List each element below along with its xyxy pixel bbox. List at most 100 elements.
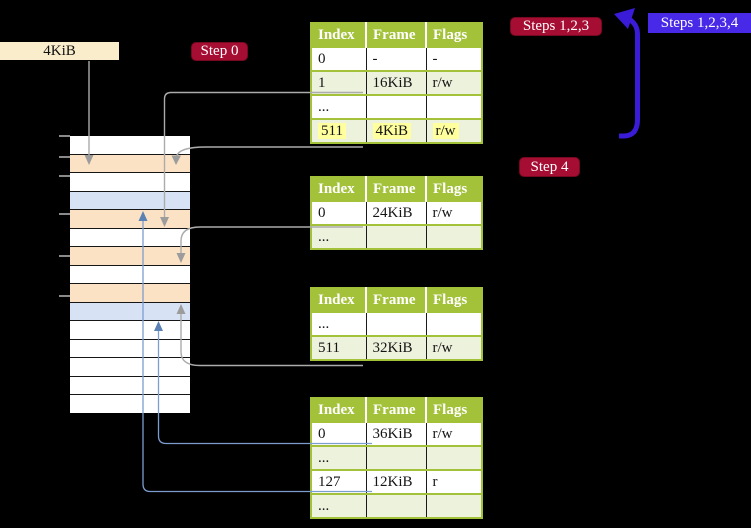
memory-row-peach bbox=[70, 210, 190, 229]
cell-index: ... bbox=[311, 445, 367, 470]
steps-1234-badge: Steps 1,2,3,4 bbox=[648, 13, 751, 33]
step-4-badge: Step 4 bbox=[519, 157, 580, 177]
col-header-index: Index bbox=[311, 288, 367, 312]
cell-frame: - bbox=[366, 46, 427, 71]
cell-flags: r/w bbox=[426, 200, 482, 225]
col-header-frame: Frame bbox=[366, 177, 427, 201]
memory-row-white bbox=[70, 358, 190, 377]
cell-frame: 16KiB bbox=[366, 70, 427, 95]
cell-flags: r/w bbox=[426, 118, 482, 143]
cell-frame: 12KiB bbox=[366, 469, 427, 494]
memory-row-blue bbox=[70, 191, 190, 211]
col-header-frame: Frame bbox=[366, 288, 427, 312]
tick-mark bbox=[59, 156, 70, 158]
cell-index: ... bbox=[311, 94, 367, 119]
table-header-row: Index Frame Flags bbox=[311, 288, 482, 312]
table-row: 0 24KiB r/w bbox=[311, 200, 482, 225]
cell-flags bbox=[426, 94, 482, 119]
memory-row-white bbox=[70, 339, 190, 359]
loop-arrow bbox=[614, 8, 640, 139]
cell-flags bbox=[426, 311, 482, 336]
cell-flags bbox=[426, 493, 482, 518]
cell-frame bbox=[366, 224, 427, 249]
page-table-1: Index Frame Flags 0 - - 1 16KiB r/w ... … bbox=[310, 22, 483, 144]
memory-row-white bbox=[70, 136, 190, 155]
cell-flags: r/w bbox=[426, 335, 482, 360]
memory-row-peach bbox=[70, 284, 190, 303]
step-0-badge: Step 0 bbox=[191, 42, 248, 61]
page-size-label: 4KiB bbox=[0, 42, 119, 60]
col-header-flags: Flags bbox=[426, 23, 482, 47]
col-header-flags: Flags bbox=[426, 177, 482, 201]
cell-frame: 4KiB bbox=[366, 118, 427, 143]
table-header-row: Index Frame Flags bbox=[311, 23, 482, 47]
memory-stack bbox=[70, 136, 190, 413]
cell-frame bbox=[366, 493, 427, 518]
cell-index: ... bbox=[311, 224, 367, 249]
cell-frame bbox=[366, 94, 427, 119]
table-header-row: Index Frame Flags bbox=[311, 177, 482, 201]
col-header-frame: Frame bbox=[366, 23, 427, 47]
highlight: 511 bbox=[318, 122, 346, 139]
col-header-flags: Flags bbox=[426, 398, 482, 422]
steps-123-badge: Steps 1,2,3 bbox=[510, 17, 602, 36]
col-header-index: Index bbox=[311, 398, 367, 422]
table-row: 127 12KiB r bbox=[311, 469, 482, 494]
page-table-2: Index Frame Flags 0 24KiB r/w ... bbox=[310, 176, 483, 250]
cell-frame: 24KiB bbox=[366, 200, 427, 225]
col-header-index: Index bbox=[311, 177, 367, 201]
cell-flags bbox=[426, 224, 482, 249]
table-row-highlighted: 511 4KiB r/w bbox=[311, 118, 482, 143]
col-header-flags: Flags bbox=[426, 288, 482, 312]
tick-mark bbox=[59, 295, 70, 297]
tick-mark bbox=[59, 135, 70, 137]
table-header-row: Index Frame Flags bbox=[311, 398, 482, 422]
memory-row-white bbox=[70, 395, 190, 413]
memory-row-peach bbox=[70, 247, 190, 266]
memory-row-white bbox=[70, 376, 190, 396]
tick-mark bbox=[59, 255, 70, 257]
memory-row-white bbox=[70, 321, 190, 340]
table-row: ... bbox=[311, 311, 482, 336]
cell-frame: 32KiB bbox=[366, 335, 427, 360]
memory-row-peach bbox=[70, 154, 190, 174]
page-table-3: Index Frame Flags ... 511 32KiB r/w bbox=[310, 287, 483, 361]
table-row: 1 16KiB r/w bbox=[311, 70, 482, 95]
highlight: r/w bbox=[432, 122, 459, 139]
page-table-4: Index Frame Flags 0 36KiB r/w ... 127 12… bbox=[310, 397, 483, 519]
memory-row-white bbox=[70, 265, 190, 285]
highlight: 4KiB bbox=[372, 122, 412, 139]
cell-flags bbox=[426, 445, 482, 470]
memory-row-blue bbox=[70, 302, 190, 322]
table-row: ... bbox=[311, 493, 482, 518]
cell-frame: 36KiB bbox=[366, 421, 427, 446]
table-row: ... bbox=[311, 224, 482, 249]
tick-mark bbox=[59, 213, 70, 215]
cell-index: 0 bbox=[311, 200, 367, 225]
col-header-index: Index bbox=[311, 23, 367, 47]
memory-row-white bbox=[70, 173, 190, 192]
cell-flags: - bbox=[426, 46, 482, 71]
cell-flags: r/w bbox=[426, 421, 482, 446]
cell-index: 511 bbox=[311, 118, 367, 143]
cell-index: 127 bbox=[311, 469, 367, 494]
cell-index: 1 bbox=[311, 70, 367, 95]
cell-flags: r/w bbox=[426, 70, 482, 95]
table-row: ... bbox=[311, 445, 482, 470]
cell-frame bbox=[366, 311, 427, 336]
cell-index: 511 bbox=[311, 335, 367, 360]
table-row: 0 36KiB r/w bbox=[311, 421, 482, 446]
cell-frame bbox=[366, 445, 427, 470]
cell-flags: r bbox=[426, 469, 482, 494]
cell-index: ... bbox=[311, 311, 367, 336]
memory-row-white bbox=[70, 228, 190, 248]
col-header-frame: Frame bbox=[366, 398, 427, 422]
cell-index: ... bbox=[311, 493, 367, 518]
arrow-table1-511-to-frame bbox=[171, 146, 363, 165]
cell-index: 0 bbox=[311, 46, 367, 71]
cell-index: 0 bbox=[311, 421, 367, 446]
table-row: 0 - - bbox=[311, 46, 482, 71]
tick-mark bbox=[59, 175, 70, 177]
table-row: ... bbox=[311, 94, 482, 119]
